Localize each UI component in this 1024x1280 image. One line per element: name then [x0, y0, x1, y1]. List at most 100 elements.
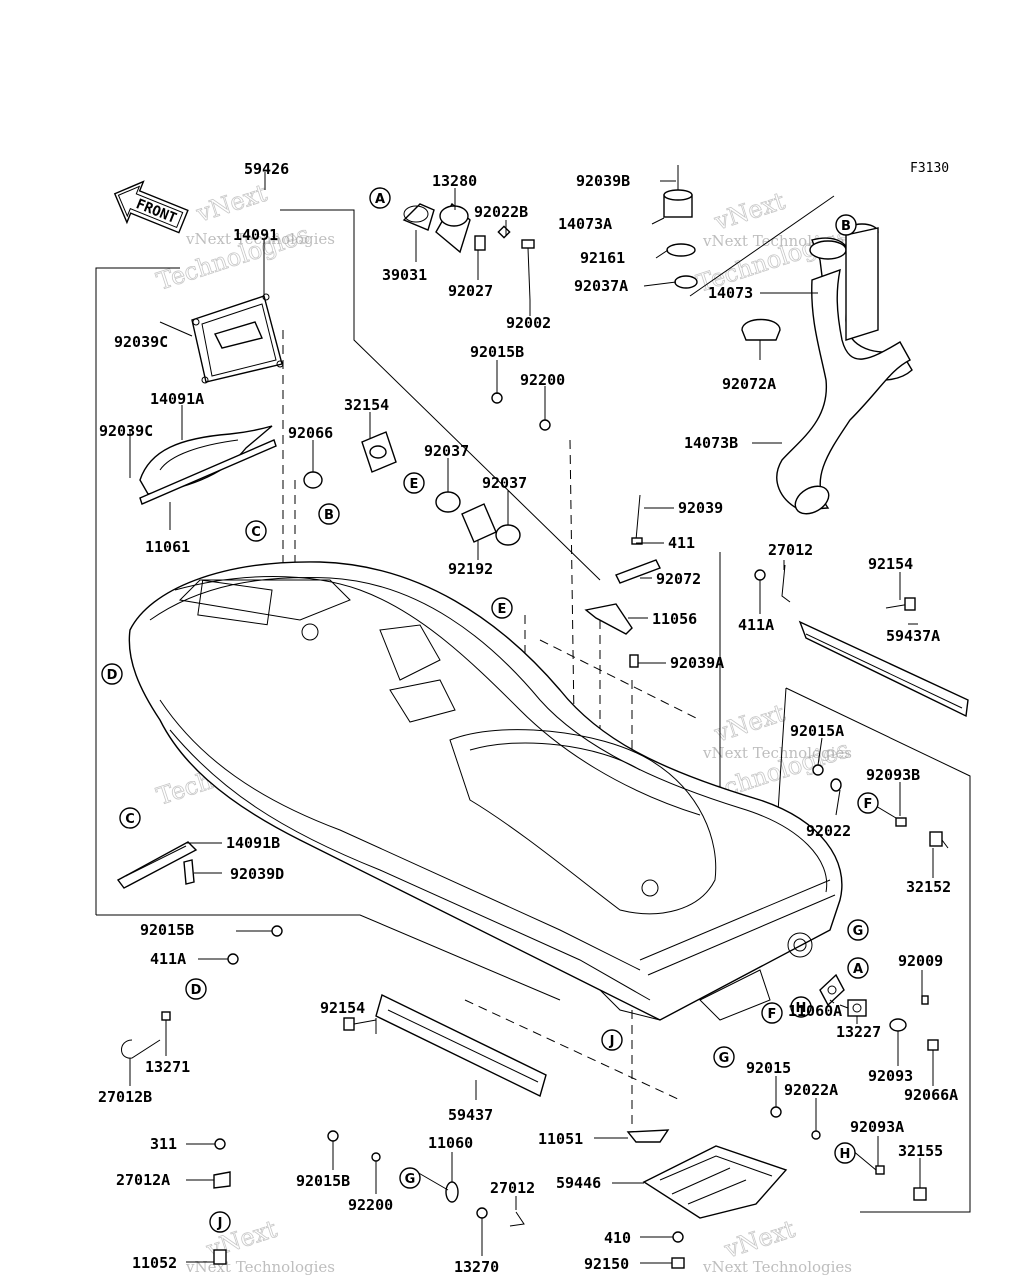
bolt-92002 [521, 239, 535, 301]
bracket-11056 [584, 603, 633, 635]
label-411a: 411A [738, 616, 774, 634]
bolt-92150 [671, 1257, 685, 1269]
label-27012a: 27012A [116, 1171, 170, 1189]
wm-text: vNext [710, 699, 788, 748]
part-39031 [402, 203, 435, 231]
washer-411a-left [227, 953, 239, 965]
label-39031: 39031 [382, 266, 427, 284]
svg-text:E: E [410, 477, 419, 492]
svg-text:H: H [840, 1147, 851, 1162]
label-13271: 13271 [145, 1058, 190, 1076]
clamp-92072a [741, 318, 781, 341]
clamp-92037-a [435, 491, 461, 513]
label-92161: 92161 [580, 249, 625, 267]
label-59437a: 59437A [886, 627, 940, 645]
wm-text: vNext Technologies [185, 1258, 335, 1276]
rail-59437 [375, 994, 547, 1097]
label-32154: 32154 [344, 396, 389, 414]
leader-lines [129, 172, 934, 1264]
svg-text:D: D [191, 983, 202, 998]
svg-text:G: G [719, 1051, 730, 1066]
label-92015b-bottom: 92015B [296, 1172, 350, 1190]
nut-92015 [770, 1106, 782, 1118]
clip-27012a [213, 1171, 231, 1189]
label-92192: 92192 [448, 560, 493, 578]
nut-92015b [491, 392, 503, 404]
washer-92200-bottom [371, 1152, 381, 1162]
part-11060a [819, 973, 845, 1007]
washer-92022 [830, 778, 842, 792]
plate-59446 [642, 1145, 788, 1219]
wm-text: vNext Technologies [702, 1258, 852, 1276]
label-92015a: 92015A [790, 722, 844, 740]
label-27012: 27012 [768, 541, 813, 559]
nut-311 [214, 1138, 226, 1150]
label-311: 311 [150, 1135, 177, 1153]
label-92037-2: 92037 [482, 474, 527, 492]
label-92039a: 92039A [670, 654, 724, 672]
label-11060: 11060 [428, 1134, 473, 1152]
label-32152: 32152 [906, 878, 951, 896]
bracket-92072 [615, 559, 661, 584]
wm-text: vNext [710, 187, 788, 236]
label-410: 410 [604, 1229, 631, 1247]
label-11056: 11056 [652, 610, 697, 628]
label-92200-bottom: 92200 [348, 1196, 393, 1214]
svg-text:A: A [375, 192, 385, 207]
label-11051: 11051 [538, 1130, 583, 1148]
svg-text:G: G [405, 1172, 416, 1187]
label-92150: 92150 [584, 1255, 629, 1273]
bracket-11051 [626, 1129, 670, 1143]
clip-27012b [121, 1039, 161, 1059]
label-92015b: 92015B [470, 343, 524, 361]
label-411: 411 [668, 534, 695, 552]
wm-text: vNext Technologies [702, 744, 852, 762]
label-14073: 14073 [708, 284, 753, 302]
label-92039c-2: 92039C [99, 422, 153, 440]
washer-92093 [889, 1018, 907, 1032]
nut-92015b-bottom [327, 1130, 339, 1142]
label-13227: 13227 [836, 1023, 881, 1041]
label-92072: 92072 [656, 570, 701, 588]
watermark-bottom-right: vNext vNext Technologies [702, 1214, 852, 1276]
label-27012-bottom: 27012 [490, 1179, 535, 1197]
svg-text:G: G [853, 924, 864, 939]
label-92093a: 92093A [850, 1118, 904, 1136]
label-92009: 92009 [898, 952, 943, 970]
clamp-92037-b [495, 524, 521, 546]
label-92072a: 92072A [722, 375, 776, 393]
label-59437: 59437 [448, 1106, 493, 1124]
label-92039c: 92039C [114, 333, 168, 351]
label-92154: 92154 [868, 555, 913, 573]
label-92093b: 92093B [866, 766, 920, 784]
part-13280 [435, 202, 471, 254]
wm-text: vNext [192, 179, 270, 228]
clip-27012-bottom [509, 1211, 525, 1227]
nut-410 [672, 1231, 684, 1243]
part-13270 [476, 1207, 488, 1219]
label-11060a: 11060A [788, 1002, 842, 1020]
label-13270: 13270 [454, 1258, 499, 1276]
label-14073a: 14073A [558, 215, 612, 233]
svg-text:C: C [251, 525, 261, 540]
label-13280: 13280 [432, 172, 477, 190]
part-labels: 59426 14091 92039C 14091A 92039C 11061 1… [98, 160, 958, 1276]
label-92015: 92015 [746, 1059, 791, 1077]
part-92039 [631, 494, 643, 545]
label-27012b: 27012B [98, 1088, 152, 1106]
part-92066a [927, 1039, 939, 1051]
hose-92192 [461, 503, 497, 543]
part-92039a [629, 654, 639, 668]
front-arrow-icon: FRONT [113, 180, 189, 234]
callout-circles: A A B B C C D D E E F F G G G H H J J [101, 187, 879, 1233]
figure-code: F3130 [910, 161, 949, 176]
label-92037a: 92037A [574, 277, 628, 295]
bolt-92154-top [885, 597, 916, 611]
label-92066: 92066 [288, 424, 333, 442]
svg-text:C: C [125, 812, 135, 827]
nut-92015b-left [271, 925, 283, 937]
bolt-92154-bottom [343, 1017, 377, 1031]
label-14091a: 14091A [150, 390, 204, 408]
label-92037: 92037 [424, 442, 469, 460]
label-92154-bottom: 92154 [320, 999, 365, 1017]
